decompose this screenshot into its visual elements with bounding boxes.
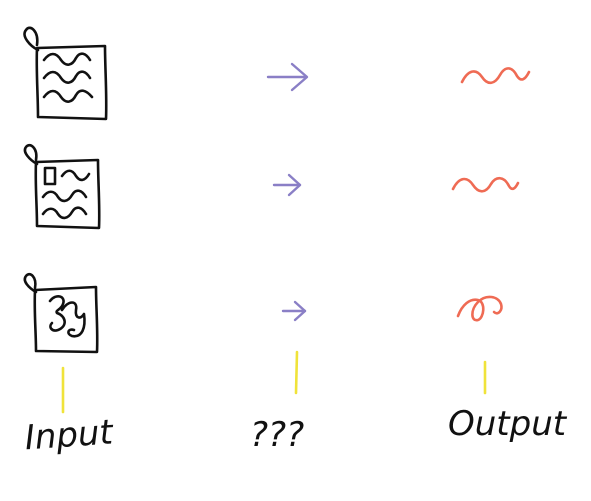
middle-connector-line: [294, 350, 299, 395]
text-line-icon: [42, 52, 92, 66]
input-document-2: [23, 143, 101, 230]
handwriting-scribble-icon: [48, 295, 86, 338]
input-document-1: [23, 26, 108, 121]
document-curl-icon: [23, 143, 39, 166]
text-line-icon: [41, 206, 88, 220]
document-frame-icon: [33, 285, 99, 354]
document-curl-icon: [23, 272, 38, 294]
text-line-icon: [41, 189, 88, 203]
arrow-right-icon: [272, 173, 302, 197]
text-line-icon: [42, 89, 94, 103]
document-curl-icon: [23, 26, 40, 52]
document-frame-icon: [34, 158, 101, 230]
arrow-right-icon: [281, 300, 307, 322]
document-frame-icon: [35, 44, 108, 121]
text-line-icon: [42, 70, 92, 84]
loop-output-icon: [456, 295, 503, 322]
wave-output-icon: [460, 67, 531, 85]
middle-label: ???: [250, 415, 304, 455]
output-label: Output: [448, 404, 568, 444]
arrow-right-icon: [266, 62, 309, 92]
image-placeholder-icon: [43, 166, 57, 186]
input-label: Input: [23, 412, 115, 458]
text-line-icon: [60, 169, 91, 182]
wave-output-icon: [451, 176, 520, 193]
input-document-3: [23, 272, 99, 354]
